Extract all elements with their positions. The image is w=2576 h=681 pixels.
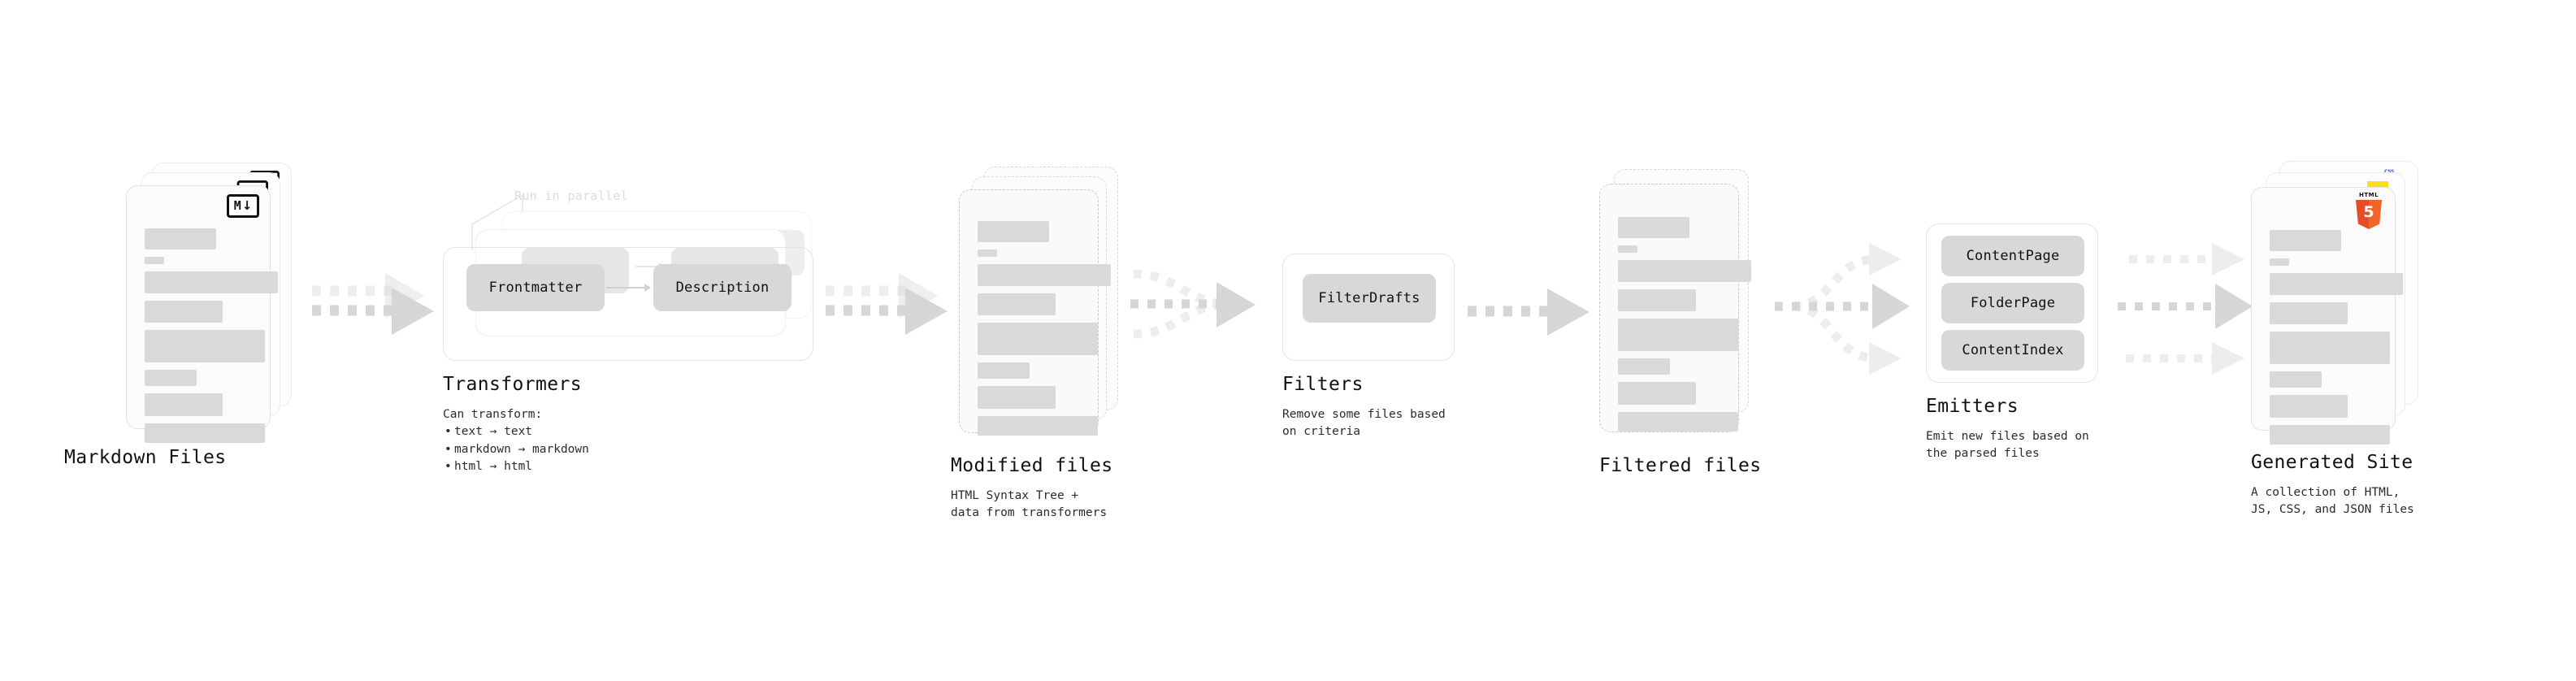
emitter-pill-contentpage[interactable]: ContentPage [1941, 236, 2084, 276]
document-content-placeholder [145, 228, 278, 450]
caption-generated-site: Generated Site A collection of HTML, JS,… [2251, 452, 2560, 519]
markdown-file-front: M ↓ [126, 185, 278, 443]
flow-arrow-transformers-to-modified [821, 268, 967, 358]
stage-markdown-files: M ↓ M ↓ M ↓ [64, 163, 297, 468]
emitters-card: ContentPage FolderPage ContentIndex [1926, 223, 2098, 383]
stage-generated-site: CSS HTML 5 [2251, 161, 2430, 516]
stage-title: Filters [1282, 374, 1364, 395]
stage-title: Filtered files [1599, 455, 1762, 476]
run-in-parallel-leader [454, 187, 560, 252]
filters-card: FilterDrafts [1282, 254, 1455, 361]
stage-subtitle: HTML Syntax Tree + data from transformer… [951, 489, 1108, 520]
transformers-description: Can transform: text → text markdown → ma… [443, 406, 784, 476]
transformers-intro: Can transform: [443, 408, 543, 421]
transformer-pill-description[interactable]: Description [653, 264, 791, 311]
modified-file-stack [959, 167, 1130, 443]
document-content-placeholder [2270, 230, 2403, 452]
stage-modified-files: Modified files HTML Syntax Tree + data f… [951, 167, 1130, 519]
caption-emitters: Emitters Emit new files based on the par… [1926, 396, 2235, 463]
caption-transformers: Transformers Can transform: text → text … [443, 374, 784, 476]
markdown-badge-icon: M ↓ [227, 194, 259, 218]
stage-filtered-files: Filtered files [1599, 169, 1770, 476]
filter-pill-filterdrafts[interactable]: FilterDrafts [1303, 274, 1436, 323]
document-content-placeholder [978, 221, 1111, 443]
caption-modified-files: Modified files HTML Syntax Tree + data f… [951, 455, 1276, 523]
stage-title: Markdown Files [64, 447, 227, 468]
flow-arrow-emitters-to-site [2113, 232, 2283, 394]
transformer-pill-frontmatter[interactable]: Frontmatter [466, 264, 605, 311]
flow-arrow-modified-to-filters [1125, 256, 1272, 362]
stage-subtitle: A collection of HTML, JS, CSS, and JSON … [2251, 486, 2414, 517]
transformers-bullet: html → html [443, 458, 784, 476]
html5-logo-icon: HTML 5 [2354, 193, 2383, 229]
generated-file-html: HTML 5 [2251, 187, 2403, 445]
flow-arrow-filtered-to-emitters [1770, 232, 1932, 394]
transformer-inner-arrow [635, 266, 665, 267]
stage-title: Generated Site [2251, 452, 2413, 473]
document-content-placeholder [1618, 217, 1751, 439]
transformers-bullet: markdown → markdown [443, 441, 784, 459]
caption-filtered-files: Filtered files [1599, 455, 1908, 476]
transformer-inner-arrow [606, 287, 650, 288]
caption-markdown-files: Markdown Files [64, 447, 389, 468]
emitter-pill-contentindex[interactable]: ContentIndex [1941, 330, 2084, 371]
modified-file-front [959, 189, 1111, 436]
stage-subtitle: Remove some files based on criteria [1282, 408, 1446, 439]
filtered-file-front [1599, 184, 1751, 432]
transformers-bullet: text → text [443, 423, 784, 441]
run-in-parallel-label: Run in parallel [514, 189, 628, 203]
transformer-card-front: Frontmatter Description [443, 247, 813, 361]
stage-subtitle: Emit new files based on the parsed files [1926, 430, 2089, 461]
stage-title: Modified files [951, 455, 1113, 476]
markdown-file-stack: M ↓ M ↓ M ↓ [126, 163, 297, 443]
flow-arrow-filters-to-filtered [1463, 272, 1601, 354]
stage-title: Transformers [443, 374, 582, 395]
caption-filters: Filters Remove some files based on crite… [1282, 374, 1591, 441]
generated-site-stack: CSS HTML 5 [2251, 161, 2430, 445]
emitter-pill-folderpage[interactable]: FolderPage [1941, 283, 2084, 323]
stage-title: Emitters [1926, 396, 2019, 417]
flow-arrow-markdown-to-transformers [307, 268, 453, 358]
filtered-file-stack [1599, 169, 1770, 445]
